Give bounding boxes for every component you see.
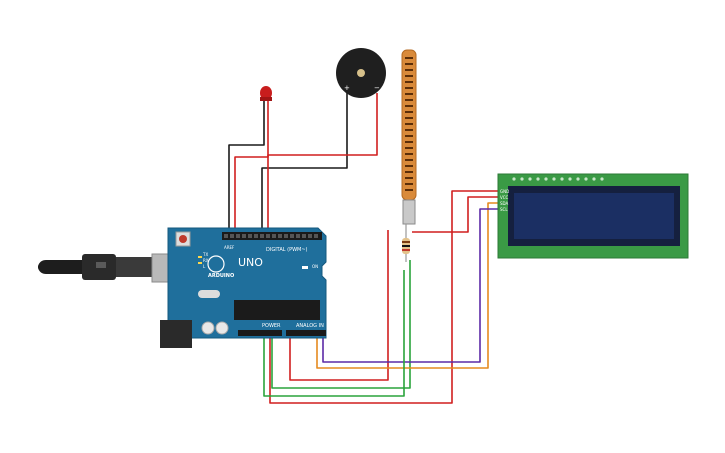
wire-ground-green[interactable] [263, 270, 405, 397]
wire-lcd-vcc[interactable] [412, 196, 500, 233]
analog-label: ANALOG IN [296, 323, 324, 329]
on-led [302, 266, 308, 269]
power-header[interactable] [238, 330, 282, 336]
capacitor-1 [201, 321, 215, 335]
usb-cable[interactable] [38, 253, 175, 283]
red-led[interactable] [260, 86, 272, 101]
lcd-module[interactable]: GND VCC SDA SCL [497, 173, 689, 259]
led-base [260, 97, 272, 101]
digital-header-pins [224, 234, 318, 238]
arduino-infinity-icon [207, 255, 225, 273]
flex-sensor-connector [402, 199, 416, 225]
rx-label: RX [203, 258, 209, 263]
wire-lcd-sda[interactable] [316, 202, 500, 369]
power-jack [160, 320, 192, 348]
analog-header[interactable] [286, 330, 326, 336]
usb-plug-shell [116, 257, 152, 277]
arduino-uno-board[interactable]: DIGITAL (PWM~) AREF ARDUINO UNO TX RX L … [160, 227, 327, 348]
resistor[interactable] [402, 224, 410, 262]
l-label: L [203, 264, 206, 269]
wire-flex-green[interactable] [271, 260, 411, 389]
tx-led [198, 256, 202, 258]
capacitor-2 [215, 321, 229, 335]
led-dome [260, 86, 272, 100]
buzzer-center [357, 69, 365, 77]
digital-label: DIGITAL (PWM~) [266, 247, 308, 253]
piezo-buzzer[interactable]: + − [336, 48, 386, 98]
wire-lcd-gnd[interactable] [269, 190, 500, 404]
resistor-band-3 [402, 249, 410, 251]
wire-buzzer-plus[interactable] [261, 93, 348, 232]
resistor-band-2 [402, 245, 410, 247]
on-label: ON [312, 264, 318, 269]
flex-sensor-pattern [405, 57, 413, 191]
rx-led [198, 262, 202, 264]
crystal [198, 290, 220, 298]
wire-buzzer-minus[interactable] [267, 93, 378, 232]
buzzer-minus-label: − [374, 84, 380, 92]
usb-plug-tip [38, 260, 86, 274]
lcd-pin-gnd: GND [500, 189, 509, 194]
wire-lcd-scl[interactable] [322, 208, 500, 363]
aref-label: AREF [224, 245, 235, 250]
buzzer-plus-label: + [344, 84, 350, 92]
wire-flex-red[interactable] [289, 230, 389, 381]
wire-led-cathode[interactable] [228, 100, 265, 232]
model-label: UNO [238, 256, 263, 269]
brand-label: ARDUINO [208, 273, 234, 279]
lcd-pin-vcc: VCC [500, 195, 509, 200]
wires [228, 93, 500, 404]
lcd-top-pins [512, 177, 604, 181]
lcd-pin-scl: SCL [500, 207, 508, 212]
wire-led-anode[interactable] [234, 100, 269, 232]
lcd-screen [514, 193, 674, 239]
tx-label: TX [202, 252, 208, 257]
resistor-band-1 [402, 241, 410, 243]
usb-symbol-icon [96, 262, 106, 268]
reset-button-cap [179, 235, 187, 243]
flex-sensor[interactable] [401, 49, 417, 225]
lcd-pin-sda: SDA [500, 201, 509, 206]
power-label: POWER [262, 323, 281, 329]
atmega-chip [234, 300, 320, 320]
